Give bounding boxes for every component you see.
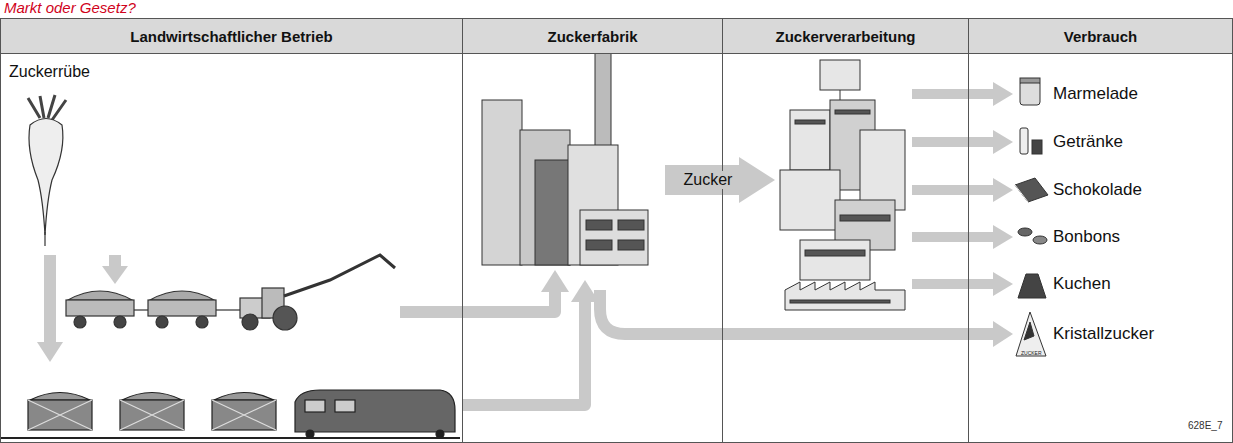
connector-part	[912, 89, 995, 99]
node-text: Kuchen	[1053, 274, 1111, 294]
node-text: Marmelade	[1053, 84, 1138, 104]
connector-part	[993, 272, 1013, 296]
connector-part	[102, 266, 128, 284]
connector-part	[912, 232, 995, 242]
edge-label: Zucker	[683, 171, 734, 189]
processing-plant	[780, 60, 905, 310]
connector-part	[541, 270, 569, 292]
connector-part	[912, 279, 995, 289]
node-text: Kristallzucker	[1053, 324, 1154, 344]
table-column: Zuckerverarbeitung	[722, 18, 969, 443]
flow-arrow	[912, 130, 1013, 154]
product-node: Marmelade	[1013, 78, 1138, 110]
column-heading: Landwirtschaftlicher Betrieb	[1, 19, 462, 54]
node-text: Getränke	[1053, 132, 1123, 152]
flow-arrow	[600, 290, 1013, 347]
connector-part	[993, 321, 1013, 347]
sugar-beet	[28, 95, 66, 246]
sugar-factory	[482, 28, 648, 265]
bag-print: ZUCKER	[1021, 350, 1042, 356]
flow-arrow	[912, 272, 1013, 296]
flow-arrow	[912, 178, 1013, 202]
flow-arrow	[665, 157, 775, 203]
table-column: VerbrauchMarmeladeGetränkeSchokoladeBonb…	[968, 18, 1233, 443]
connector-part	[993, 178, 1013, 202]
crop-node: Zuckerrübe	[9, 63, 109, 251]
table-column: Zuckerfabrik	[462, 18, 723, 443]
product-icons	[1015, 78, 1048, 356]
connector-part	[993, 130, 1013, 154]
column-heading: Verbrauch	[969, 19, 1232, 54]
product-node: Kuchen	[1013, 268, 1111, 300]
connector-part	[665, 165, 740, 195]
freight-train	[0, 390, 460, 438]
connector-part	[993, 225, 1013, 249]
connector-part	[993, 82, 1013, 106]
table-column: Landwirtschaftlicher BetriebZuckerrübe	[0, 18, 463, 443]
connector-part	[600, 290, 995, 334]
node-text: Zuckerrübe	[9, 63, 109, 81]
flow-arrow	[912, 82, 1013, 106]
page-title: Markt oder Gesetz?	[4, 0, 136, 16]
column-heading: Zuckerverarbeitung	[723, 19, 968, 54]
node-text: Schokolade	[1053, 180, 1142, 200]
connector-part	[37, 342, 63, 362]
product-node: Bonbons	[1013, 221, 1120, 253]
connector-part	[739, 157, 775, 203]
product-node: Getränke	[1013, 126, 1123, 158]
figure-code: 628E_7	[1188, 420, 1222, 431]
tractor-trailers	[66, 255, 395, 330]
node-text: Bonbons	[1053, 227, 1120, 247]
connector-part	[462, 300, 585, 405]
connector-part	[912, 137, 995, 147]
flow-arrow	[37, 255, 599, 405]
connector-part	[44, 255, 56, 342]
product-node: Schokolade	[1013, 174, 1142, 206]
flow-arrow	[912, 225, 1013, 249]
connector-part	[912, 185, 995, 195]
column-heading: Zuckerfabrik	[463, 19, 722, 54]
connector-part	[400, 292, 555, 312]
